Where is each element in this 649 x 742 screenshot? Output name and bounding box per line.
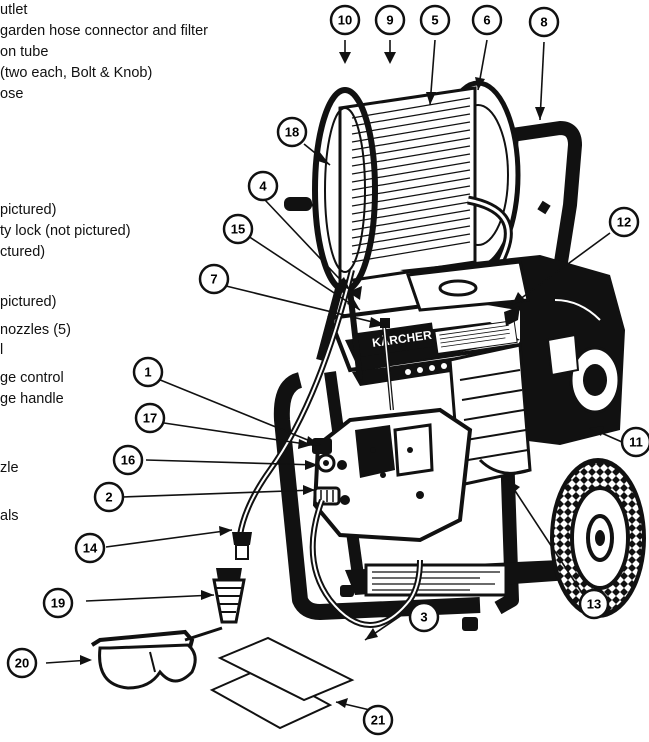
- callout-label-8: 8: [540, 15, 547, 30]
- callout-2: 2: [93, 481, 125, 513]
- callout-label-16: 16: [121, 453, 135, 468]
- callout-circle-18: [276, 116, 308, 148]
- legend-line-not-pictured-1: pictured): [0, 202, 57, 218]
- callout-label-14: 14: [83, 541, 98, 556]
- callout-17: 17: [134, 402, 166, 434]
- manuals: [209, 636, 355, 730]
- callout-circle-13: [578, 588, 610, 620]
- callout-8: 8: [528, 6, 560, 38]
- callout-label-7: 7: [210, 272, 217, 287]
- legend-line-range-control: ge control: [0, 370, 64, 386]
- hose-reel: [284, 80, 521, 381]
- spray-gun: [232, 532, 252, 560]
- callout-label-15: 15: [231, 222, 245, 237]
- callout-circle-9: [374, 4, 406, 36]
- legend-line-nozzles: nozzles (5): [0, 322, 71, 338]
- legend-line-hardware: (two each, Bolt & Knob): [0, 65, 153, 81]
- callout-20: 20: [6, 647, 38, 679]
- callout-circle-6: [471, 4, 503, 36]
- callout-16: 16: [112, 444, 144, 476]
- callout-9: 9: [374, 4, 406, 36]
- callout-circle-5: [419, 4, 451, 36]
- callout-18: 18: [276, 116, 308, 148]
- callout-label-11: 11: [629, 435, 643, 450]
- callout-circle-12: [608, 206, 640, 238]
- callout-14: 14: [74, 532, 106, 564]
- callout-label-12: 12: [617, 215, 631, 230]
- callout-19: 19: [42, 587, 74, 619]
- callout-6: 6: [471, 4, 503, 36]
- legend-line-nozzle: zle: [0, 460, 19, 476]
- legend-line-hose-connector: garden hose connector and filter: [0, 23, 208, 39]
- legend-line-safety-lock: ty lock (not pictured): [0, 223, 131, 239]
- callout-label-21: 21: [371, 713, 385, 728]
- callout-circle-11: [620, 426, 649, 458]
- callout-label-2: 2: [105, 490, 112, 505]
- callout-label-18: 18: [285, 125, 299, 140]
- callout-5: 5: [419, 4, 451, 36]
- callout-circle-16: [112, 444, 144, 476]
- callout-circle-3: [408, 601, 440, 633]
- callout-12: 12: [608, 206, 640, 238]
- callout-10: 10: [329, 4, 361, 36]
- wheel: [550, 458, 646, 618]
- callout-7: 7: [198, 263, 230, 295]
- callout-label-13: 13: [587, 597, 601, 612]
- callout-circle-8: [528, 6, 560, 38]
- callout-label-20: 20: [15, 656, 29, 671]
- callout-label-17: 17: [143, 411, 157, 426]
- legend-line-not-pictured-3: pictured): [0, 294, 57, 310]
- callout-circle-14: [74, 532, 106, 564]
- legend-line-outlet: utlet: [0, 2, 28, 18]
- callout-label-1: 1: [144, 365, 151, 380]
- legend-line-not-pictured-2: ctured): [0, 244, 46, 260]
- callout-circle-2: [93, 481, 125, 513]
- callout-3: 3: [408, 601, 440, 633]
- legend-line-hose: ose: [0, 86, 24, 102]
- callout-label-9: 9: [386, 13, 393, 28]
- callout-label-5: 5: [431, 13, 438, 28]
- pump: [312, 318, 473, 543]
- callout-circle-20: [6, 647, 38, 679]
- callout-4: 4: [247, 170, 279, 202]
- callout-11: 11: [620, 426, 649, 458]
- legend-line-manuals: als: [0, 508, 19, 524]
- callout-1: 1: [132, 356, 164, 388]
- callout-circle-7: [198, 263, 230, 295]
- callout-13: 13: [578, 588, 610, 620]
- callout-circle-21: [362, 704, 394, 736]
- callout-circle-4: [247, 170, 279, 202]
- safety-glasses: [90, 626, 223, 690]
- callout-label-6: 6: [483, 13, 490, 28]
- turbo-nozzle: [212, 568, 246, 624]
- callout-circle-15: [222, 213, 254, 245]
- knobs: [348, 286, 520, 326]
- callout-circle-19: [42, 587, 74, 619]
- callout-label-4: 4: [259, 179, 267, 194]
- leader-arrowheads: [80, 52, 604, 708]
- callout-circle-1: [132, 356, 164, 388]
- callout-15: 15: [222, 213, 254, 245]
- callout-label-3: 3: [420, 610, 427, 625]
- legend-line-siphon-tube: on tube: [0, 44, 49, 60]
- pressure-hose: [237, 269, 423, 628]
- callout-circle-10: [329, 4, 361, 36]
- callout-21: 21: [362, 704, 394, 736]
- legend-line-range-handle: ge handle: [0, 391, 64, 407]
- callout-circle-17: [134, 402, 166, 434]
- callout-label-19: 19: [51, 596, 65, 611]
- callout-label-10: 10: [338, 13, 352, 28]
- legend-line-l: l: [0, 342, 4, 358]
